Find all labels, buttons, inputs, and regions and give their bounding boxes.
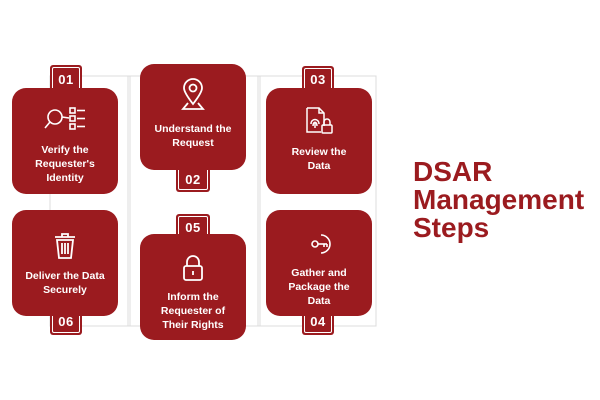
key-icon [311,234,331,254]
step-label-05: Inform the Requester of Their Rights [160,291,226,331]
diagram-title: DSAR Management Steps [413,156,585,243]
step-label-06: Deliver the Data Securely [25,270,105,296]
step-label-01: Verify the Requester's Identity [35,144,95,184]
step-card-04: Gather and Package the Data [266,210,372,316]
document-fingerprint-lock-icon [306,107,333,134]
magnifier-checklist-icon [44,107,85,130]
step-card-02: Understand the Request [140,64,246,170]
trash-bin-icon [55,233,75,259]
step-card-06: Deliver the Data Securely [12,210,118,316]
padlock-icon [183,255,203,281]
step-card-01: Verify the Requester's Identity [12,88,118,194]
step-number-tab-02: 02 [176,166,210,192]
step-card-05: Inform the Requester of Their Rights [140,234,246,340]
step-label-03: Review the Data [291,146,347,172]
step-label-04: Gather and Package the Data [288,267,350,307]
step-card-03: Review the Data [266,88,372,194]
location-pin-icon [181,78,205,110]
step-label-02: Understand the Request [154,123,232,149]
